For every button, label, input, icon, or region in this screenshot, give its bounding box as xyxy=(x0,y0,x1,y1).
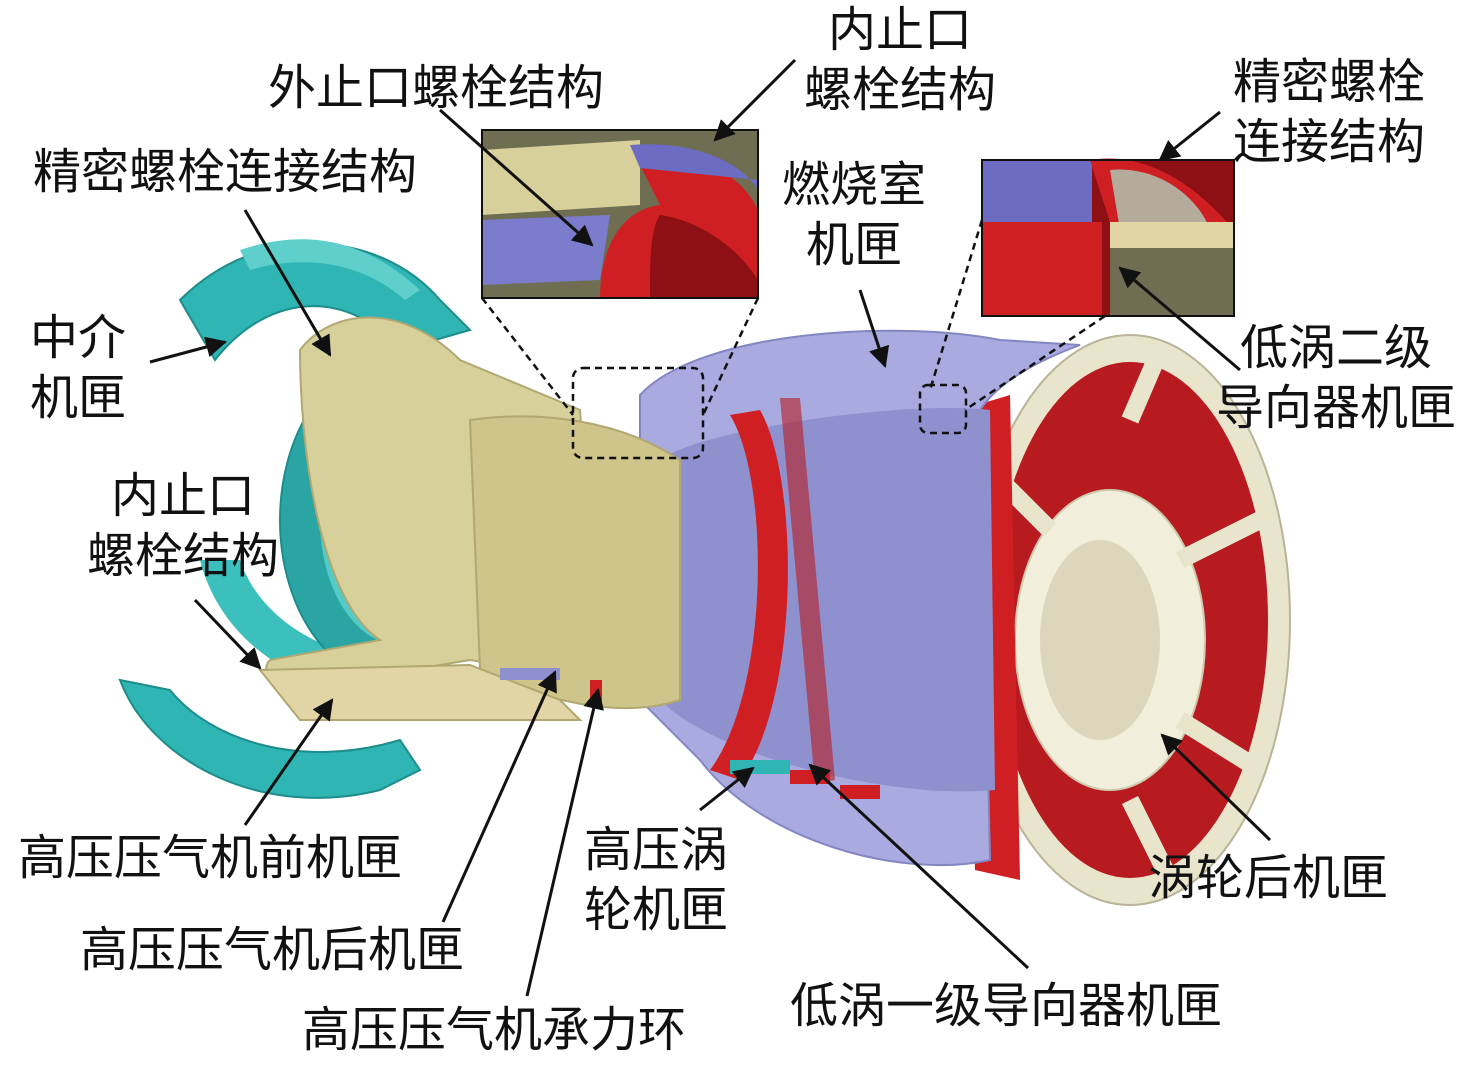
label-lpt-stage2-casing: 低涡二级 导向器机匣 xyxy=(1198,318,1474,438)
inset-spigot-detail xyxy=(481,129,759,299)
label-line: 机匣 xyxy=(805,217,902,273)
label-hpc-rear-casing: 高压压气机后机匣 xyxy=(80,922,465,978)
label-line: 连接结构 xyxy=(1233,114,1426,170)
label-line: 轮机匣 xyxy=(583,882,728,938)
label-hpt-casing: 高压涡 轮机匣 xyxy=(572,820,740,940)
turbine-rear-casing xyxy=(969,334,1291,906)
label-line: 精密螺栓 xyxy=(1233,54,1426,110)
label-line: 燃烧室 xyxy=(781,157,926,213)
label-line: 螺栓结构 xyxy=(86,528,279,584)
callout-boxes xyxy=(481,219,1106,460)
label-line: 螺栓结构 xyxy=(803,62,996,118)
label-combustor-casing: 燃烧室 机匣 xyxy=(770,155,938,275)
label-inner-spigot-bolt-left: 内止口 螺栓结构 xyxy=(75,466,291,586)
label-lpt-stage1-casing: 低涡一级导向器机匣 xyxy=(790,978,1223,1034)
label-line: 导向器机匣 xyxy=(1215,380,1456,436)
leader-lines xyxy=(149,58,1272,997)
hpc-casing xyxy=(257,316,681,721)
hpt-casing xyxy=(660,398,995,792)
label-precision-bolt-left: 精密螺栓连接结构 xyxy=(33,144,418,200)
label-outer-spigot-bolt: 外止口螺栓结构 xyxy=(268,60,605,116)
label-precision-bolt-right: 精密螺栓 连接结构 xyxy=(1233,52,1425,172)
label-line: 低涡二级 xyxy=(1239,320,1432,376)
inset-precision-bolt-detail xyxy=(981,158,1235,317)
label-hpc-front-casing: 高压压气机前机匣 xyxy=(18,830,403,886)
label-intermediate-casing: 中介 机匣 xyxy=(30,308,126,428)
label-line: 机匣 xyxy=(30,370,127,426)
label-hpc-load-ring: 高压压气机承力环 xyxy=(302,1002,687,1058)
label-turbine-rear-casing: 涡轮后机匣 xyxy=(1148,850,1389,906)
label-inner-spigot-bolt-top: 内止口 螺栓结构 xyxy=(795,0,1005,120)
label-line: 中介 xyxy=(30,310,127,366)
label-line: 内止口 xyxy=(110,468,255,524)
label-line: 内止口 xyxy=(827,2,972,58)
label-line: 高压涡 xyxy=(583,822,728,878)
